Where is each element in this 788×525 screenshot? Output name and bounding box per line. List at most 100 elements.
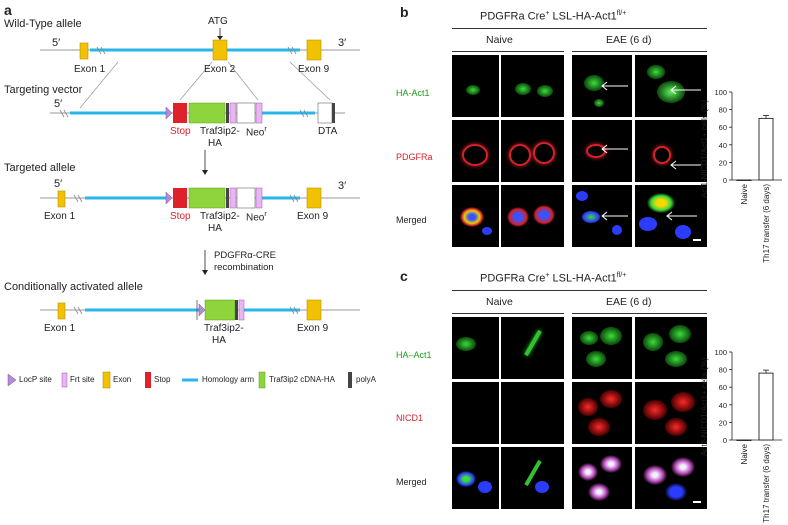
panel-c-chart-bar-1 [758, 372, 774, 441]
panel-b-chart-xcat-label-1: Th17 transfer (6 days) [762, 184, 771, 263]
panel-b-group-naive: Naive [486, 34, 513, 46]
conditional-traf-line1: Traf3ip2- [204, 323, 244, 334]
panel-b-chart-ytick-label-3: 60 [719, 123, 727, 132]
legend-polya: polyA [356, 375, 377, 384]
panel-b-group-eae: EAE (6 d) [606, 34, 652, 46]
panel-b-image-eae1-pdgfra [572, 120, 632, 182]
panel-b-image-naive1-merged [452, 185, 499, 247]
panel-c-genotype-rule [452, 290, 707, 291]
targeted-exon9: Exon 9 [297, 211, 329, 222]
panel-b-image-eae2-ha-act1 [635, 55, 707, 117]
panel-c-image-naive2-ha-act1 [501, 317, 564, 379]
conditional-title: Conditionally activated allele [4, 281, 143, 293]
wildtype-exon9: Exon 9 [298, 64, 330, 75]
panel-c-chart-ytick-label-1: 20 [719, 418, 727, 427]
panel-b-chart-ytick-label-4: 80 [719, 106, 727, 115]
panel-c-image-eae1-merged [572, 447, 632, 509]
panel-b-chart-ytick-label-1: 20 [719, 158, 727, 167]
conditional-exon1: Exon 1 [44, 323, 76, 334]
panel-a-letter: a [4, 2, 12, 18]
panel-c-ylabel: Act1-NICD1/Act1+ cells (%) [700, 357, 709, 456]
panel-b-ylabel: Act1-NICD1/Act1+ cells (%) [700, 99, 709, 198]
panel-c-image-eae1-ha-act1 [572, 317, 632, 379]
panel-c-naive-rule [452, 313, 564, 314]
panel-b-image-naive1-pdgfra [452, 120, 499, 182]
wildtype-exon1: Exon 1 [74, 64, 106, 75]
targeting-stop: Stop [170, 126, 191, 137]
panel-c-image-naive1-merged [452, 447, 499, 509]
scale-bar [693, 239, 701, 241]
panel-c-group-eae: EAE (6 d) [606, 296, 652, 308]
recombination-line2: recombination [214, 262, 274, 273]
panel-c-image-eae2-merged [635, 447, 707, 509]
conditional-exon9: Exon 9 [297, 323, 329, 334]
panel-b-image-naive2-ha-act1 [501, 55, 564, 117]
panel-b-chart-bar-0 [736, 179, 752, 181]
targeting-5prime: 5′ [54, 98, 63, 110]
targeted-5prime: 5′ [54, 178, 63, 190]
targeted-exon1: Exon 1 [44, 211, 76, 222]
atg-label: ATG [208, 16, 228, 27]
legend-homology: Homology arm [202, 375, 255, 384]
targeted-traf-line2: HA [208, 223, 222, 234]
panel-c-row-ha-act1: HA–Act1 [396, 350, 432, 360]
panel-b-genotype-rule [452, 28, 707, 29]
panel-b-image-naive2-merged [501, 185, 564, 247]
panel-c-chart-ytick-label-2: 40 [719, 401, 727, 410]
panel-b-image-eae2-merged [635, 185, 707, 247]
wildtype-title: Wild-Type allele [4, 18, 82, 30]
panel-b-row-ha-act1: HA-Act1 [396, 88, 430, 98]
panel-b-image-naive1-ha-act1 [452, 55, 499, 117]
panel-c-chart-ytick-label-4: 80 [719, 366, 727, 375]
wildtype-3prime: 3′ [338, 37, 347, 49]
targeted-3prime: 3′ [338, 180, 347, 192]
targeted-neo: Neor [246, 211, 267, 224]
panel-b-ylabel-wrap: Act1-NICD1/Act1+ cells (%) [700, 98, 714, 198]
targeted-stop: Stop [170, 211, 191, 222]
panel-b-image-naive2-pdgfra [501, 120, 564, 182]
panel-b-naive-rule [452, 51, 564, 52]
conditional-traf-line2: HA [212, 335, 226, 346]
panel-c-image-naive2-nicd1 [501, 382, 564, 444]
targeting-traf-line1: Traf3ip2- [200, 126, 240, 137]
targeting-neo: Neor [246, 126, 267, 139]
panel-b-genotype: PDGFRa Cre+ LSL-HA-Act1fl/+ [480, 10, 627, 23]
panel-c-row-merged: Merged [396, 477, 427, 487]
panel-b-chart-ytick-label-0: 0 [723, 176, 727, 185]
panel-c-chart-bar-0 [736, 439, 752, 441]
panel-c-chart-ytick-label-0: 0 [723, 436, 727, 445]
panel-c-image-naive1-ha-act1 [452, 317, 499, 379]
panel-c-ylabel-wrap: Act1-NICD1/Act1+ cells (%) [700, 356, 714, 456]
panel-c-image-eae2-nicd1 [635, 382, 707, 444]
panel-b-image-eae1-ha-act1 [572, 55, 632, 117]
panel-a-diagram [7, 28, 360, 389]
targeted-title: Targeted allele [4, 162, 76, 174]
legend-frt: Frt site [70, 375, 95, 384]
panel-c-chart-ytick-label-5: 100 [714, 348, 727, 357]
targeting-dta: DTA [318, 126, 338, 137]
panel-c-letter: c [400, 268, 408, 284]
panel-c-chart-xcat-label-0: Naive [740, 443, 749, 464]
legend-exon: Exon [113, 375, 132, 384]
targeted-traf-line1: Traf3ip2- [200, 211, 240, 222]
panel-c-image-naive1-nicd1 [452, 382, 499, 444]
panel-b-row-merged: Merged [396, 215, 427, 225]
panel-b-chart-ytick-label-2: 40 [719, 141, 727, 150]
panel-b-eae-rule [572, 51, 707, 52]
recombination-line1: PDGFRα-CRE [214, 250, 276, 261]
panel-b-row-pdgfra: PDGFRa [396, 152, 433, 162]
scale-bar-c [693, 501, 701, 503]
panel-c-image-naive2-merged [501, 447, 564, 509]
targeting-title: Targeting vector [4, 84, 83, 96]
panel-b-chart-bar-1 [758, 117, 774, 181]
panel-c-row-nicd1: NICD1 [396, 413, 424, 423]
panel-c-group-naive: Naive [486, 296, 513, 308]
panel-c-chart-xcat-label-1: Th17 transfer (6 days) [762, 444, 771, 523]
panel-b-image-eae1-merged [572, 185, 632, 247]
panel-b-image-eae2-pdgfra [635, 120, 707, 182]
panel-c-image-eae1-nicd1 [572, 382, 632, 444]
panel-b-chart-ytick-label-5: 100 [714, 88, 727, 97]
panel-c-image-eae2-ha-act1 [635, 317, 707, 379]
panel-b-chart-xcat-label-0: Naive [740, 183, 749, 204]
